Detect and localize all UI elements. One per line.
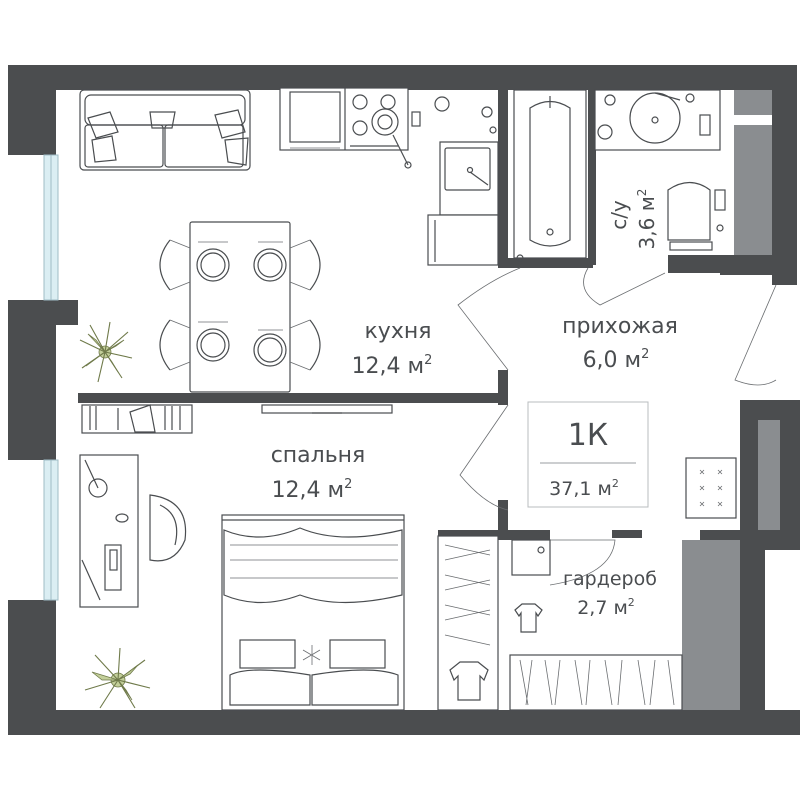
label-bedroom: спальня 12,4 м2 xyxy=(271,443,366,503)
label-kitchen: кухня 12,4 м2 xyxy=(352,319,433,379)
kitchen-counter xyxy=(279,87,421,169)
dining-table xyxy=(159,221,321,393)
wall-insets xyxy=(682,90,780,710)
doors xyxy=(457,267,777,586)
bathroom-name: с/у xyxy=(607,200,631,230)
bedroom-name: спальня xyxy=(271,443,366,468)
bed xyxy=(221,514,405,711)
plant-kitchen xyxy=(79,321,133,383)
apartment-type: 1К xyxy=(568,418,608,453)
kitchen-area: 12,4 м2 xyxy=(352,353,433,379)
label-hallway: прихожая 6,0 м2 xyxy=(562,314,678,373)
kitchen-name: кухня xyxy=(365,319,432,344)
windows xyxy=(43,154,59,601)
wardrobe-rack xyxy=(509,539,683,711)
wardrobe-bedroom xyxy=(437,535,499,711)
bathtub xyxy=(513,89,587,262)
wc-fixtures xyxy=(594,89,726,251)
plant-bedroom xyxy=(84,647,151,709)
desk xyxy=(79,454,187,608)
kitchen-sink-unit xyxy=(427,96,499,266)
bathroom-area: 3,6 м2 xyxy=(635,189,659,250)
label-bathroom: с/у 3,6 м2 xyxy=(607,189,659,250)
tv xyxy=(261,404,393,414)
walls xyxy=(8,65,800,735)
wardrobe-area: 2,7 м2 xyxy=(577,596,635,619)
bedroom-area: 12,4 м2 xyxy=(272,477,353,503)
summary-box: 1К 37,1 м2 xyxy=(527,401,649,508)
hallway-area: 6,0 м2 xyxy=(583,347,650,373)
hallway-mat xyxy=(685,457,737,519)
bookshelf xyxy=(81,404,193,434)
label-wardrobe: гардероб 2,7 м2 xyxy=(563,568,657,619)
total-area: 37,1 м2 xyxy=(549,477,619,500)
sofa xyxy=(79,89,251,171)
wardrobe-name: гардероб xyxy=(563,568,657,590)
hallway-name: прихожая xyxy=(562,314,678,339)
